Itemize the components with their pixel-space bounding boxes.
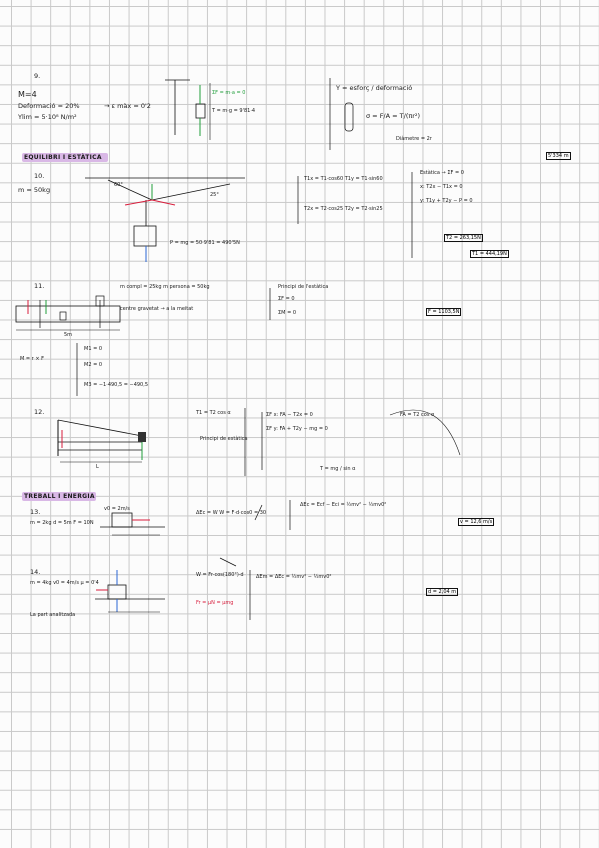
p11-sum-moments: ΣM = 0 bbox=[278, 310, 297, 316]
p13-work: ΔEc = W W = F·d·cos0 = 30 bbox=[196, 510, 267, 516]
p12-sum-y: ΣF y: FA + T2y − mg = 0 bbox=[266, 426, 328, 432]
p11-masses: m compl = 25kg m persona = 50kg bbox=[120, 284, 210, 290]
p12-tension-formula: T = mg / sin α bbox=[320, 466, 356, 472]
section-highlight-treball bbox=[22, 492, 96, 501]
p13-result: v = 12,6 m/s bbox=[458, 518, 495, 526]
problem-number-11: 11. bbox=[34, 282, 45, 290]
p14-energy: ΔEm = ΔEc = ½mv² − ½mv0² bbox=[256, 574, 332, 580]
p10-result-t1: T1 = 444,19N bbox=[470, 250, 509, 258]
p10-mass: m = 50kg bbox=[18, 186, 51, 194]
p12-principle: Principi de estàtica bbox=[200, 436, 248, 442]
p10-t2-components: T2x = T2·cos25 T2y = T2·sin25 bbox=[304, 206, 383, 212]
p9-elastic-limit: Ylim = 5·10⁸ N/m² bbox=[18, 113, 77, 121]
p11-moment-2: M2 = 0 bbox=[84, 362, 103, 368]
p9-forces: ΣF = m·a = 0 bbox=[212, 90, 246, 96]
p14-work: W = Fr·cos(180°)·d bbox=[196, 572, 244, 578]
p10-weight: P = mg = 50·9'81 = 490'5N bbox=[170, 240, 240, 246]
p9-strain: → ε màx = 0'2 bbox=[104, 102, 151, 110]
p11-centre: centre gravetat → a la meitat bbox=[120, 306, 194, 312]
section-heading-equilibri: EQUILIBRI I ESTÀTICA bbox=[24, 154, 102, 161]
problem-number-12: 12. bbox=[34, 408, 45, 416]
p13-data: m = 2kg d = 5m F = 10N bbox=[30, 520, 94, 526]
p9-young-modulus: Y = esforç / deformació bbox=[336, 84, 413, 92]
p12-result: FA = T2 cos α bbox=[400, 412, 435, 418]
p14-friction: Fr = μN = μmg bbox=[196, 600, 234, 606]
p10-eq-y: y: T1y + T2y − P = 0 bbox=[420, 198, 473, 204]
p11-principle: Principi de l'estàtica bbox=[278, 284, 329, 290]
problem-number-10: 10. bbox=[34, 172, 45, 180]
p9-result-box: 5'334 m bbox=[546, 152, 571, 160]
problem-number-14: 14. bbox=[30, 568, 41, 576]
section-highlight-equilibri bbox=[22, 153, 108, 162]
p11-moment-3: M3 = −1·490,5 = −490,5 bbox=[84, 382, 149, 388]
p14-result: d = 2,04 m bbox=[426, 588, 459, 596]
p13-v0: v0 = 2m/s bbox=[104, 506, 130, 512]
p10-angle-left: 60° bbox=[114, 182, 123, 188]
p11-length: 5m bbox=[64, 332, 73, 338]
p11-moment-def: M = r × F bbox=[20, 356, 44, 362]
p10-result-t2: T2 = 263,15N bbox=[444, 234, 483, 242]
problem-number-9: 9. bbox=[34, 72, 41, 80]
p10-t1-components: T1x = T1·cos60 T1y = T1·sin60 bbox=[304, 176, 383, 182]
p9-tension: T = m·g = 9'81·4 bbox=[212, 108, 256, 114]
p9-mass: M=4 bbox=[18, 90, 37, 99]
p12-label-l: L bbox=[96, 464, 99, 470]
p11-result: F = 1103,5N bbox=[426, 308, 462, 316]
p13-energy: ΔEc = Ecf − Eci = ½mv² − ½mv0² bbox=[300, 502, 387, 508]
section-heading-treball: TREBALL I ENERGIA bbox=[24, 493, 95, 500]
p10-angle-right: 25° bbox=[210, 192, 219, 198]
p9-diameter: Diàmetre = 2r bbox=[396, 136, 432, 142]
p14-data: m = 4kg v0 = 4m/s μ = 0'4 bbox=[30, 580, 99, 586]
problem-number-13: 13. bbox=[30, 508, 41, 516]
p9-deformation: Deformació = 20% bbox=[18, 102, 80, 110]
p11-sum-forces: ΣF = 0 bbox=[278, 296, 295, 302]
p11-moment-1: M1 = 0 bbox=[84, 346, 103, 352]
p10-eq-x: x: T2x − T1x = 0 bbox=[420, 184, 463, 190]
p12-sum-x: ΣF x: FA − T2x = 0 bbox=[266, 412, 313, 418]
p10-equilibrium: Estàtica → ΣF = 0 bbox=[420, 170, 464, 176]
p9-stress: σ = F/A = T/(πr²) bbox=[366, 112, 421, 120]
p12-tensions: T1 = T2 cos α bbox=[196, 410, 231, 416]
p14-note: La part analitzada bbox=[30, 612, 76, 618]
